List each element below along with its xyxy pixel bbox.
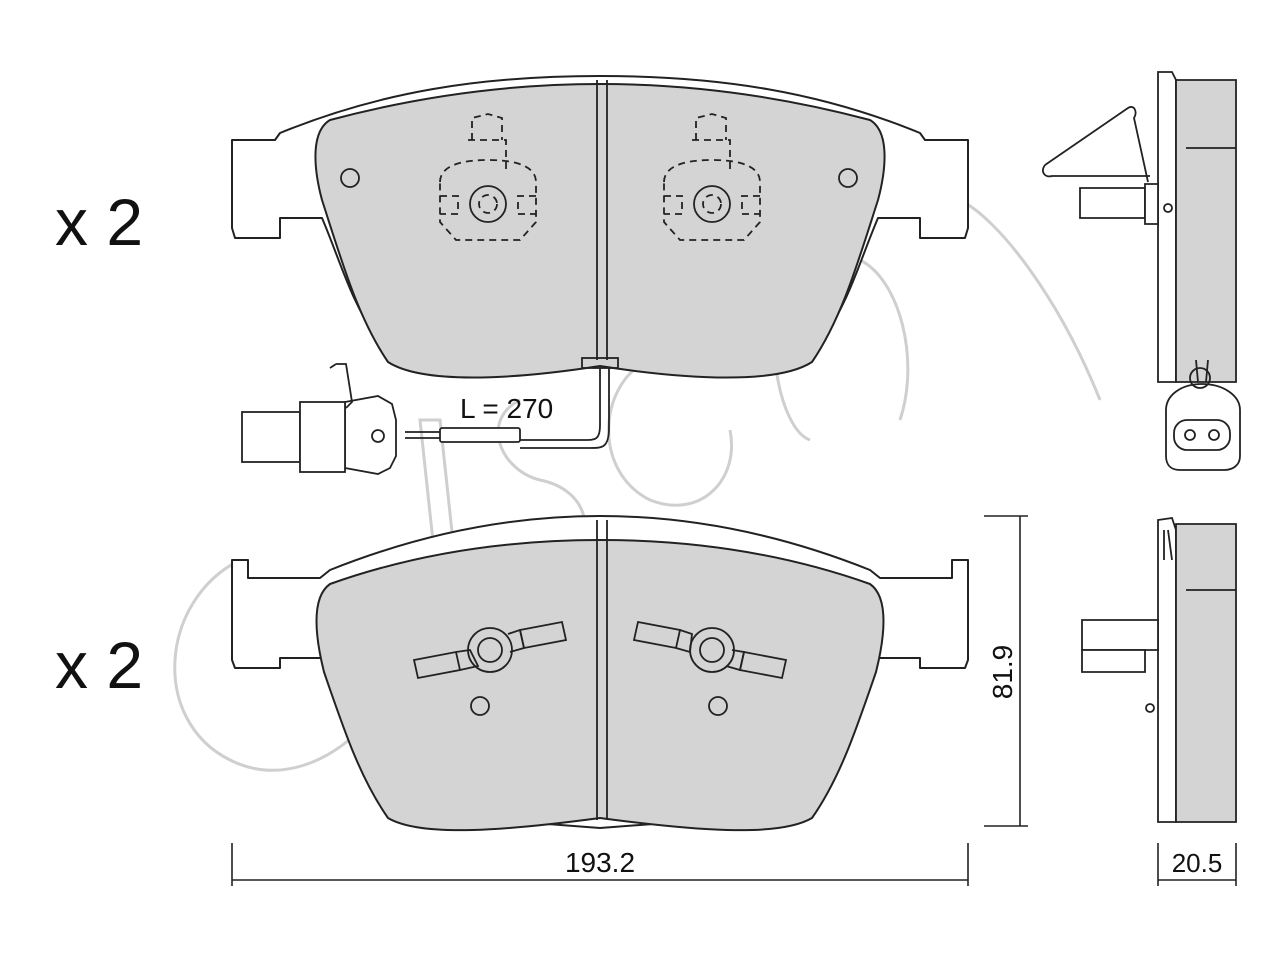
dimension-height: 81.9 — [984, 515, 1028, 827]
sensor-connector-housing — [344, 395, 397, 475]
wear-sensor-wire: L = 270 — [241, 357, 619, 475]
spring-clip-right — [632, 620, 788, 680]
wire-sleeve — [439, 427, 521, 443]
pin-hole-left — [340, 168, 360, 188]
pin-hole-right — [838, 168, 858, 188]
quantity-label-top: x 2 — [55, 185, 143, 259]
brand-watermark — [173, 198, 1102, 772]
dimension-thickness-label: 20.5 — [1172, 848, 1223, 878]
friction-lining-bottom — [315, 539, 885, 832]
dimension-height-label: 81.9 — [987, 645, 1018, 700]
side-view-top-pad — [1042, 71, 1241, 471]
wire-length-label: L = 270 — [460, 393, 553, 424]
hidden-clip-left — [439, 113, 537, 241]
dimension-thickness: 20.5 — [1157, 843, 1237, 886]
dimension-width: 193.2 — [231, 843, 969, 886]
friction-lining-top — [314, 83, 886, 379]
sensor-plug — [241, 411, 301, 463]
dimension-width-label: 193.2 — [565, 847, 635, 878]
brake-pad-top-front-view — [231, 75, 969, 379]
pin-hole-bottom-right — [708, 696, 728, 716]
pin-hole-bottom-left — [470, 696, 490, 716]
hidden-clip-right — [663, 113, 761, 241]
brake-pad-bottom-front-view — [231, 515, 969, 832]
quantity-label-bottom: x 2 — [55, 628, 143, 702]
side-view-bottom-pad — [1081, 517, 1237, 823]
spring-clip-left — [412, 620, 568, 680]
